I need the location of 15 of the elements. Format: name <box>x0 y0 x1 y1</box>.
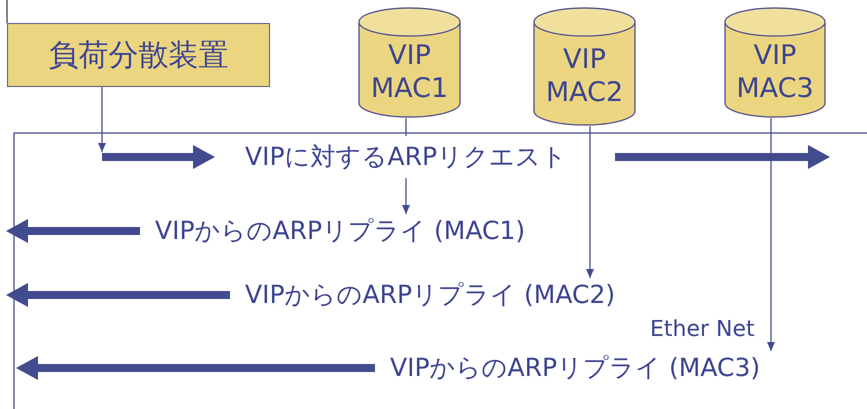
device-label: 負荷分散装置 <box>48 38 228 72</box>
message-label: VIPからのARPリプライ (MAC3) <box>390 353 760 383</box>
server-label: VIP MAC2 <box>544 42 624 108</box>
arrow <box>98 87 106 152</box>
network-label: Ether Net <box>650 316 755 344</box>
server-cylinder <box>358 7 461 118</box>
server-label: VIP MAC1 <box>370 38 450 104</box>
device-box <box>7 23 270 87</box>
message-label: VIPからのARPリプライ (MAC2) <box>245 280 616 310</box>
server-label: VIP MAC3 <box>735 38 815 104</box>
arrow <box>586 126 594 278</box>
message-label: VIPからのARPリプライ (MAC1) <box>155 216 526 246</box>
server-cylinder <box>724 7 826 118</box>
server-cylinder <box>533 7 636 126</box>
arrow <box>767 118 775 351</box>
